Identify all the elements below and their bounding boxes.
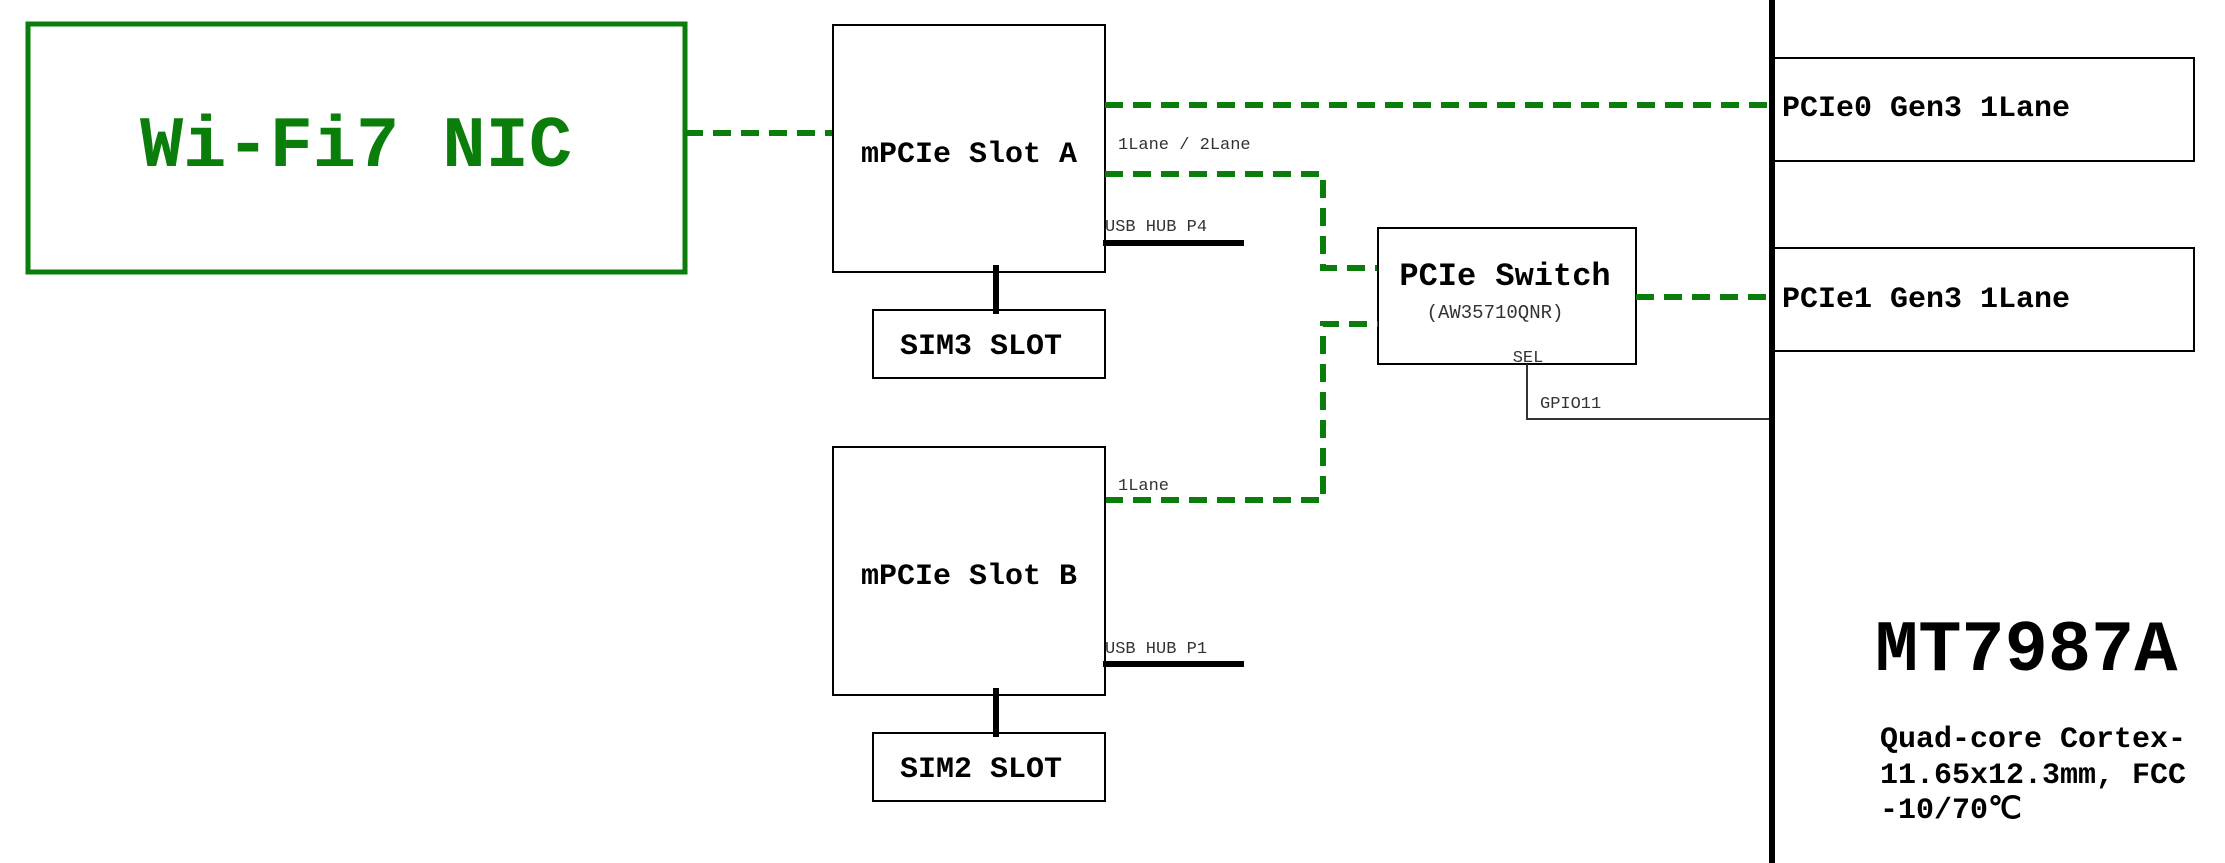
pcie-switch-box	[1377, 227, 1637, 365]
soc-title: MT7987A	[1875, 610, 2178, 692]
soc-desc-line3: -10/70℃	[1880, 794, 2022, 828]
slot-a-lane-label: 1Lane / 2Lane	[1118, 136, 1251, 155]
pcie-switch-label: PCIe Switch	[1399, 258, 1610, 295]
slot-b-usb-label: USB HUB P1	[1105, 640, 1207, 659]
soc-desc-line1: Quad-core Cortex-	[1880, 723, 2186, 757]
wifi7-nic-label: Wi-Fi7 NIC	[140, 106, 572, 188]
mpcie-slot-b-label: mPCIe Slot B	[861, 560, 1077, 594]
soc-desc-line2: 11.65x12.3mm, FCC	[1880, 759, 2186, 793]
pcie1-port-label: PCIe1 Gen3 1Lane	[1782, 283, 2070, 317]
gpio11-line	[1526, 364, 1772, 420]
sim2-slot-label: SIM2 SLOT	[900, 753, 1062, 787]
sim3-slot-label: SIM3 SLOT	[900, 330, 1062, 364]
slot-a-to-switch-link	[1105, 171, 1378, 271]
slot-a-usb-label: USB HUB P4	[1105, 218, 1207, 237]
gpio11-label: GPIO11	[1540, 395, 1601, 414]
sim2-slot-box	[872, 732, 1106, 802]
wifi7-nic-box	[25, 21, 688, 275]
pcie-switch-sel-label: SEL	[1513, 349, 1544, 368]
sim3-slot-box	[872, 309, 1106, 379]
mpcie-slot-a-label: mPCIe Slot A	[861, 138, 1077, 172]
pcie1-port-box	[1771, 247, 2195, 352]
mpcie-slot-a-box	[832, 24, 1106, 273]
pcie0-port-label: PCIe0 Gen3 1Lane	[1782, 92, 2070, 126]
pcie0-port-box	[1771, 57, 2195, 162]
slot-b-lane-label: 1Lane	[1118, 477, 1169, 496]
mpcie-slot-b-box	[832, 446, 1106, 696]
slot-b-to-switch-link	[1105, 321, 1378, 503]
pcie-switch-part: (AW35710QNR)	[1427, 302, 1564, 324]
